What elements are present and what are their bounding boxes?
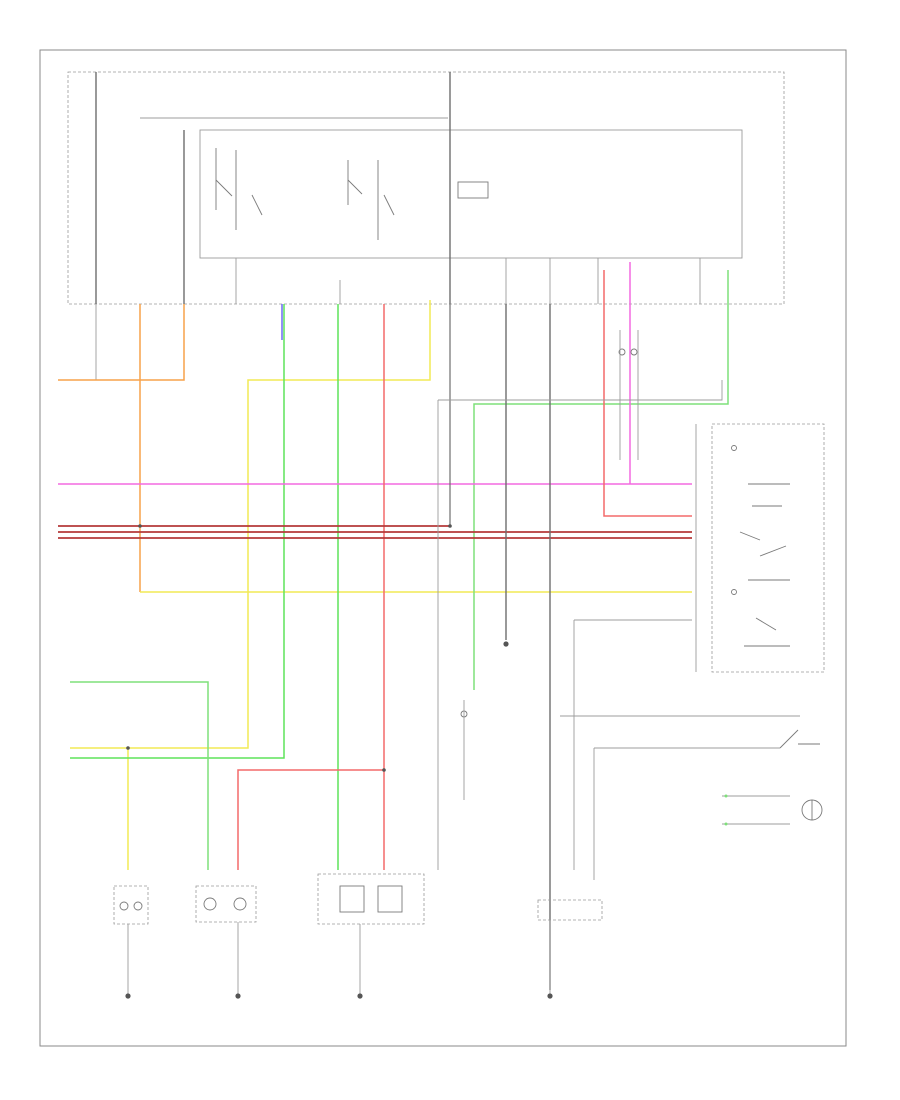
- flasher-unit: [457, 181, 489, 199]
- bulb-lower-right: [722, 794, 823, 826]
- connector-upper-right: [618, 330, 639, 460]
- lamp-left-symbol: [119, 901, 143, 911]
- lamp-pair-symbol: [203, 897, 247, 911]
- wire-pink: [58, 262, 692, 485]
- relay-sub-box: [199, 129, 743, 259]
- wire-dark-red: [58, 304, 692, 539]
- switch-panel: [711, 423, 825, 673]
- ground-symbol-1: [125, 993, 131, 999]
- relay-right-turn: [347, 160, 395, 240]
- ground-symbol-4: [547, 993, 553, 999]
- fuse-relay-box: [67, 71, 785, 305]
- ground-drops: [127, 920, 551, 994]
- wire-yellow: [70, 300, 692, 870]
- ground-symbol-3: [357, 993, 363, 999]
- wire-red: [237, 270, 692, 870]
- ground-symbol-2: [235, 993, 241, 999]
- relay-left-turn: [215, 148, 263, 230]
- ground-symbol-5: [503, 641, 509, 647]
- terminal-row: [95, 258, 701, 380]
- wire-black: [437, 304, 800, 990]
- wire-orange: [58, 304, 185, 592]
- outer-border: [39, 49, 847, 1047]
- unit-right: [537, 899, 603, 921]
- center-connector: [460, 700, 468, 800]
- wire-green: [70, 270, 729, 870]
- junction-dots: [126, 524, 452, 772]
- switch-symbols: [731, 445, 790, 647]
- lamp-left: [113, 885, 149, 925]
- connector-unit: [317, 873, 425, 925]
- lamp-pair: [195, 885, 257, 923]
- connector-unit-symbol: [339, 885, 403, 913]
- switch-lower-right: [779, 729, 820, 749]
